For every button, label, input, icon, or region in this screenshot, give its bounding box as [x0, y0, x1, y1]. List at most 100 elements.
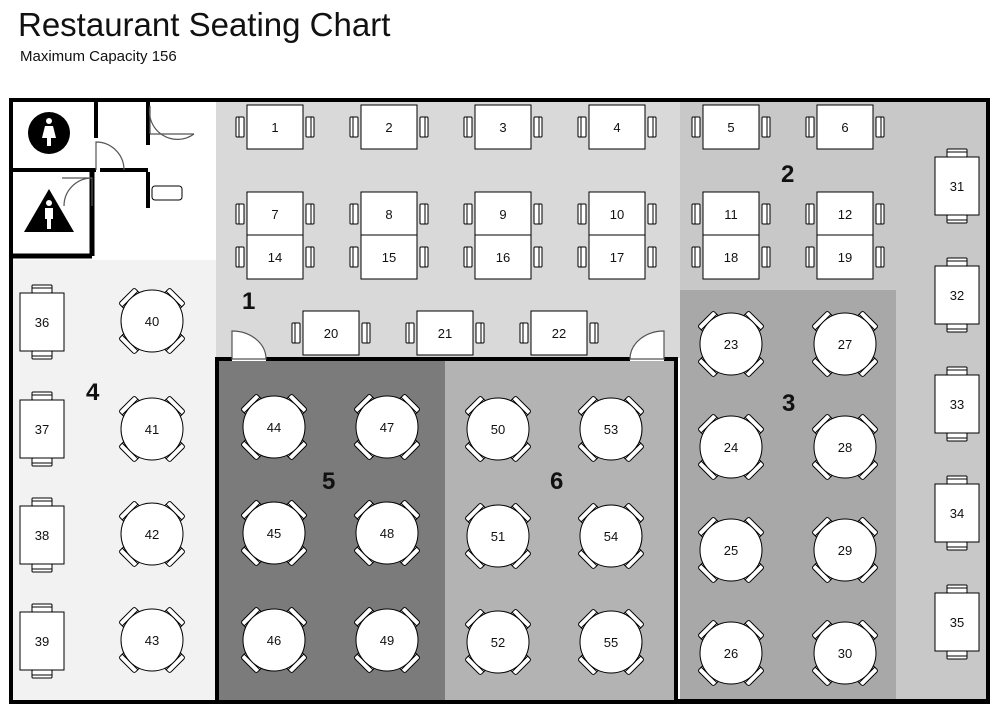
table-35-label: 35 — [950, 615, 964, 630]
table-5-label: 5 — [727, 120, 734, 135]
table-5[interactable]: 5 — [691, 104, 771, 150]
table-6[interactable]: 6 — [805, 104, 885, 150]
table-23-label: 23 — [724, 337, 738, 352]
table-29[interactable]: 29 — [812, 517, 878, 583]
table-37[interactable]: 37 — [19, 391, 65, 467]
table-38[interactable]: 38 — [19, 497, 65, 573]
table-52[interactable]: 52 — [465, 609, 531, 675]
zone-label-5: 5 — [322, 468, 335, 495]
table-39-label: 39 — [35, 634, 49, 649]
table-48[interactable]: 48 — [354, 500, 420, 566]
table-39[interactable]: 39 — [19, 603, 65, 679]
restroom-sink — [151, 185, 183, 201]
zone-5-6-wall — [215, 357, 678, 701]
table-30[interactable]: 30 — [812, 620, 878, 686]
table-7[interactable]: 7 — [235, 191, 315, 237]
table-3-label: 3 — [499, 120, 506, 135]
table-11[interactable]: 11 — [691, 191, 771, 237]
table-50[interactable]: 50 — [465, 396, 531, 462]
table-19-label: 19 — [838, 250, 852, 265]
table-18-label: 18 — [724, 250, 738, 265]
table-44[interactable]: 44 — [241, 394, 307, 460]
table-28-label: 28 — [838, 440, 852, 455]
table-49-label: 49 — [380, 633, 394, 648]
table-32[interactable]: 32 — [934, 257, 980, 333]
table-8-label: 8 — [385, 207, 392, 222]
table-33-label: 33 — [950, 397, 964, 412]
table-9[interactable]: 9 — [463, 191, 543, 237]
table-46[interactable]: 46 — [241, 607, 307, 673]
table-49[interactable]: 49 — [354, 607, 420, 673]
table-2-label: 2 — [385, 120, 392, 135]
table-40[interactable]: 40 — [119, 288, 185, 354]
table-12[interactable]: 12 — [805, 191, 885, 237]
table-16-label: 16 — [496, 250, 510, 265]
table-21[interactable]: 21 — [405, 310, 485, 356]
table-43[interactable]: 43 — [119, 607, 185, 673]
table-31[interactable]: 31 — [934, 148, 980, 224]
table-28[interactable]: 28 — [812, 414, 878, 480]
table-33[interactable]: 33 — [934, 366, 980, 442]
table-18[interactable]: 18 — [691, 234, 771, 280]
woman-restroom-icon — [28, 112, 70, 154]
page-subtitle: Maximum Capacity 156 — [20, 48, 177, 65]
table-51[interactable]: 51 — [465, 503, 531, 569]
table-52-label: 52 — [491, 635, 505, 650]
table-27[interactable]: 27 — [812, 311, 878, 377]
outer-wall — [9, 98, 990, 704]
table-10-label: 10 — [610, 207, 624, 222]
table-4-label: 4 — [613, 120, 620, 135]
table-23[interactable]: 23 — [698, 311, 764, 377]
table-15[interactable]: 15 — [349, 234, 429, 280]
table-14[interactable]: 14 — [235, 234, 315, 280]
table-16[interactable]: 16 — [463, 234, 543, 280]
table-54-label: 54 — [604, 529, 618, 544]
table-1[interactable]: 1 — [235, 104, 315, 150]
table-14-label: 14 — [268, 250, 282, 265]
table-1-label: 1 — [271, 120, 278, 135]
table-9-label: 9 — [499, 207, 506, 222]
table-22-label: 22 — [552, 326, 566, 341]
table-26[interactable]: 26 — [698, 620, 764, 686]
table-22[interactable]: 22 — [519, 310, 599, 356]
table-10[interactable]: 10 — [577, 191, 657, 237]
table-19[interactable]: 19 — [805, 234, 885, 280]
table-47[interactable]: 47 — [354, 394, 420, 460]
table-20[interactable]: 20 — [291, 310, 371, 356]
table-30-label: 30 — [838, 646, 852, 661]
table-27-label: 27 — [838, 337, 852, 352]
table-21-label: 21 — [438, 326, 452, 341]
table-24[interactable]: 24 — [698, 414, 764, 480]
table-54[interactable]: 54 — [578, 503, 644, 569]
table-55[interactable]: 55 — [578, 609, 644, 675]
table-12-label: 12 — [838, 207, 852, 222]
table-40-label: 40 — [145, 314, 159, 329]
table-53-label: 53 — [604, 422, 618, 437]
table-41-label: 41 — [145, 422, 159, 437]
table-17-label: 17 — [610, 250, 624, 265]
table-31-label: 31 — [950, 179, 964, 194]
page-title: Restaurant Seating Chart — [18, 6, 391, 43]
table-8[interactable]: 8 — [349, 191, 429, 237]
table-43-label: 43 — [145, 633, 159, 648]
zone-label-2: 2 — [781, 161, 794, 188]
table-2[interactable]: 2 — [349, 104, 429, 150]
table-53[interactable]: 53 — [578, 396, 644, 462]
table-44-label: 44 — [267, 420, 281, 435]
table-25[interactable]: 25 — [698, 517, 764, 583]
table-3[interactable]: 3 — [463, 104, 543, 150]
table-11-label: 11 — [724, 207, 738, 222]
table-26-label: 26 — [724, 646, 738, 661]
zone-label-1: 1 — [242, 288, 255, 315]
table-36[interactable]: 36 — [19, 284, 65, 360]
restroom-doors — [62, 105, 195, 207]
table-6-label: 6 — [841, 120, 848, 135]
table-4[interactable]: 4 — [577, 104, 657, 150]
table-34[interactable]: 34 — [934, 475, 980, 551]
table-35[interactable]: 35 — [934, 584, 980, 660]
table-41[interactable]: 41 — [119, 396, 185, 462]
table-17[interactable]: 17 — [577, 234, 657, 280]
table-45[interactable]: 45 — [241, 500, 307, 566]
table-42[interactable]: 42 — [119, 501, 185, 567]
